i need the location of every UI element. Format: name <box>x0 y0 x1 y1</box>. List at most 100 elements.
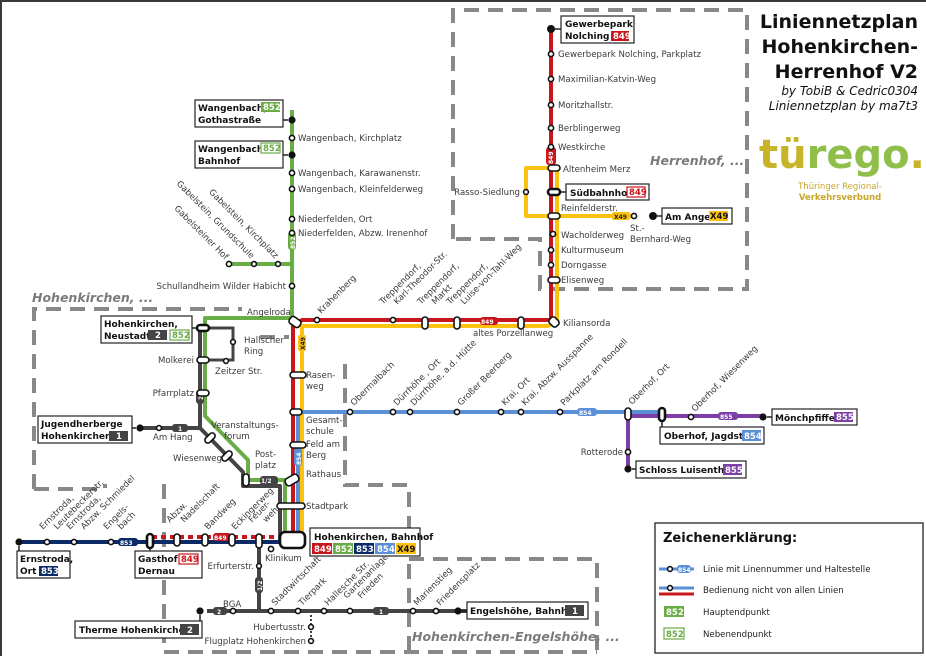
terminal-gewerbepark[interactable]: Gewerbepark Nolching 849 <box>555 15 635 44</box>
stop-hohenkirchen-bahnhof[interactable] <box>278 530 307 550</box>
stop-wangenbach-gotha-terminal[interactable] <box>288 116 296 124</box>
terminal-oberhof-jagdstr[interactable]: Oberhof, Jagdstr. 854 <box>659 422 765 445</box>
stop-gasthof[interactable] <box>145 532 155 550</box>
terminal-engelshoehe-bahnhof[interactable]: Engelshöhe, Bahnhof 1 <box>462 601 589 620</box>
stop-dot[interactable] <box>421 316 429 330</box>
stop-am-hang[interactable] <box>155 424 163 432</box>
stop-oberhof-ort[interactable] <box>624 407 632 421</box>
stop-dot[interactable] <box>313 316 321 324</box>
stop-dot[interactable] <box>274 260 282 268</box>
stop-dot[interactable] <box>173 533 181 547</box>
stop-oberhof-jagdstr[interactable] <box>657 406 667 423</box>
stop-dot[interactable] <box>389 408 397 416</box>
stop-feuerwehr[interactable] <box>255 533 263 549</box>
terminal-therme[interactable]: Therme Hohenkirchen 2 <box>74 615 203 639</box>
stop-gesamtschule[interactable] <box>289 408 303 416</box>
stop-dot[interactable] <box>267 607 275 615</box>
stop-hubertus[interactable] <box>307 623 315 631</box>
stop-dot[interactable] <box>517 408 525 416</box>
terminal-am-anger[interactable]: Am Anger X49 <box>657 207 733 225</box>
stop-angelroda[interactable] <box>288 315 302 329</box>
terminal-schloss-luisenthal[interactable]: Schloss Luisenthal 855 <box>632 460 747 479</box>
stop-am-anger-terminal[interactable] <box>649 212 657 220</box>
stop-dot[interactable] <box>228 533 236 547</box>
stop-porzellan[interactable] <box>517 316 525 330</box>
stop-dot[interactable] <box>288 134 296 142</box>
stop-dot[interactable] <box>453 408 461 416</box>
stop-dot[interactable] <box>70 538 78 546</box>
stop-therme-terminal[interactable] <box>196 607 204 615</box>
stop-dot[interactable] <box>409 607 417 615</box>
stop-moenchpfiffel-terminal[interactable] <box>759 413 767 421</box>
stop-flugplatz[interactable] <box>307 637 315 645</box>
stop-altenheim[interactable] <box>547 164 561 172</box>
stop-dot[interactable] <box>294 607 302 615</box>
stop-dot[interactable] <box>453 316 461 330</box>
stop-feld-am-berg[interactable] <box>289 441 307 449</box>
stop-dot[interactable] <box>547 75 555 83</box>
stop-bga[interactable] <box>229 607 237 615</box>
stop-oberhof-wiesenweg[interactable] <box>687 413 695 421</box>
stop-suedbahnhof[interactable] <box>546 187 562 197</box>
stop-st-bernhard[interactable] <box>630 212 638 220</box>
stop-reinfelder[interactable] <box>547 212 561 220</box>
stop-dot[interactable] <box>547 50 555 58</box>
terminal-hohenkirchen-bahnhof[interactable]: Hohenkirchen, Bahnhof 849 852 853 854 X4… <box>309 527 433 557</box>
stop-elisenweg[interactable] <box>547 276 561 284</box>
stop-postplatz[interactable] <box>242 473 250 487</box>
stop-wangenbach-bf-terminal[interactable] <box>288 151 296 159</box>
terminal-wangenbach-bf[interactable]: Wangenbach, Bahnhof 852 <box>194 140 288 169</box>
stop-dot[interactable] <box>288 282 296 290</box>
stop-kiliansorda[interactable] <box>548 316 561 329</box>
stop-dot[interactable] <box>547 261 555 269</box>
stop-dot[interactable] <box>547 124 555 132</box>
stop-zeitzer[interactable] <box>222 357 230 365</box>
stop-dot[interactable] <box>320 607 328 615</box>
stop-schloss-terminal[interactable] <box>624 465 632 473</box>
stop-hallscher[interactable] <box>229 338 237 346</box>
stop-dot[interactable] <box>43 538 51 546</box>
stop-dot[interactable] <box>201 533 209 547</box>
stop-stadtpark[interactable] <box>276 502 306 510</box>
stop-veranst[interactable] <box>204 432 217 445</box>
stop-neustadt[interactable] <box>195 323 211 333</box>
stop-rathaus[interactable] <box>284 473 300 487</box>
stop-ernstroda-terminal[interactable] <box>15 538 23 546</box>
terminal-suedbahnhof[interactable]: Südbahnhof 849 <box>560 183 650 201</box>
stop-rotterode[interactable] <box>624 448 632 456</box>
terminal-ernstroda[interactable]: Ernstroda, Ort 853 <box>16 546 73 579</box>
stop-dot[interactable] <box>288 229 296 237</box>
stop-engelshoehe-terminal[interactable] <box>454 607 462 615</box>
stop-dot[interactable] <box>547 143 555 151</box>
terminal-wangenbach-gotha[interactable]: Wangenbach, Gothastraße 852 <box>194 99 288 128</box>
stop-dot[interactable] <box>389 316 397 324</box>
stop-rasenweg[interactable] <box>289 371 307 379</box>
stop-gewerbepark-terminal[interactable] <box>547 25 555 33</box>
terminal-jugendherberge[interactable]: Jugendherberge Hohenkirchen 1 <box>37 415 136 444</box>
stop-dot[interactable] <box>346 607 354 615</box>
stop-dot[interactable] <box>406 408 414 416</box>
stop-dot[interactable] <box>547 101 555 109</box>
stop-dot[interactable] <box>547 246 555 254</box>
stop-dot[interactable] <box>225 260 233 268</box>
stop-dot[interactable] <box>549 230 557 238</box>
stop-dot[interactable] <box>432 607 440 615</box>
terminal-gasthof-dernau[interactable]: Gasthof Dernau 849 <box>134 548 203 579</box>
stop-erfurter[interactable] <box>255 562 263 570</box>
stop-rasso[interactable] <box>522 188 530 196</box>
stop-dot[interactable] <box>288 185 296 193</box>
stop-pfarrplatz[interactable] <box>196 389 210 397</box>
stop-dot[interactable] <box>107 538 115 546</box>
stop-jugendherberge-terminal[interactable] <box>136 424 144 432</box>
terminal-neustadt[interactable]: Hohenkirchen, Neustadt 2 852 <box>100 315 197 344</box>
stop-dot[interactable] <box>556 408 564 416</box>
stop-molkerei[interactable] <box>196 356 210 364</box>
stop-klinikum[interactable] <box>267 545 275 553</box>
stop-dot[interactable] <box>288 169 296 177</box>
stop-dot[interactable] <box>250 260 258 268</box>
stop-wiesenweg[interactable] <box>221 450 234 463</box>
terminal-moenchpfiffel[interactable]: Mönchpfiffel 855 <box>767 408 858 426</box>
stop-dot[interactable] <box>288 215 296 223</box>
stop-dot[interactable] <box>497 408 505 416</box>
stop-dot[interactable] <box>346 408 354 416</box>
